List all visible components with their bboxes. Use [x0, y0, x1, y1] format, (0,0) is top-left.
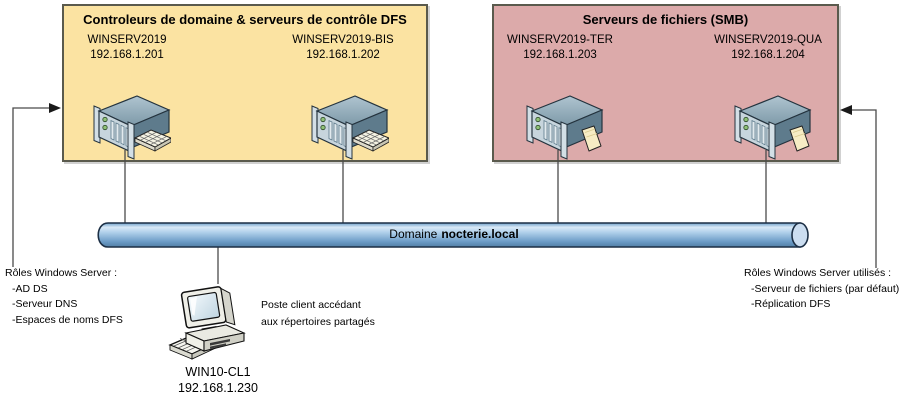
left-note-arrow-line — [12, 107, 50, 267]
left-roles-item: -Serveur DNS — [12, 298, 78, 310]
server-ip: 192.168.1.202 — [306, 49, 380, 61]
server-label-winserv2019-ter: WINSERV2019-TER 192.168.1.203 — [490, 33, 630, 63]
left-roles-title: Rôles Windows Server : — [5, 267, 118, 279]
left-roles-note: Rôles Windows Server : -AD DS -Serveur D… — [5, 266, 123, 328]
server-name: WINSERV2019-TER — [507, 34, 613, 46]
server-name: WINSERV2019-QUA — [714, 34, 822, 46]
right-roles-item: -Réplication DFS — [751, 298, 831, 310]
left-roles-item: -AD DS — [12, 282, 48, 295]
server-label-winserv2019-bis: WINSERV2019-BIS 192.168.1.202 — [273, 33, 413, 63]
server-name: WINSERV2019-BIS — [292, 34, 394, 46]
left-roles-item: -Espaces de noms DFS — [12, 313, 123, 326]
group-title-domain-controllers: Controleurs de domaine & serveurs de con… — [83, 12, 407, 27]
right-roles-item: -Serveur de fichiers (par défaut) — [751, 282, 900, 295]
server-ip: 192.168.1.204 — [731, 49, 805, 61]
network-bus-pipe — [97, 222, 809, 248]
client-note: Poste client accédant aux répertoires pa… — [261, 297, 375, 331]
bus-label-prefix: Domaine — [389, 227, 438, 241]
server-winserv2019-icon — [87, 90, 171, 160]
client-note-line2: aux répertoires partagés — [261, 316, 375, 328]
client-ip: 192.168.1.230 — [178, 381, 258, 395]
client-note-line1: Poste client accédant — [261, 299, 361, 311]
client-pc-icon — [169, 284, 245, 360]
group-title-file-servers: Serveurs de fichiers (SMB) — [582, 12, 749, 27]
right-roles-title: Rôles Windows Server utilisés : — [744, 267, 892, 279]
right-note-arrow-line — [851, 109, 877, 268]
right-arrowhead-icon — [840, 105, 852, 115]
server-winserv2019-bis-icon — [305, 90, 389, 160]
server-label-winserv2019: WINSERV2019 192.168.1.201 — [57, 33, 197, 63]
server-name: WINSERV2019 — [87, 34, 167, 46]
right-roles-note: Rôles Windows Server utilisés : -Serveur… — [744, 266, 899, 313]
server-winserv2019-ter-icon — [520, 90, 604, 160]
server-winserv2019-qua-icon — [728, 90, 812, 160]
server-ip: 192.168.1.203 — [523, 49, 597, 61]
server-ip: 192.168.1.201 — [90, 49, 164, 61]
bus-domain-name: nocterie.local — [441, 227, 519, 241]
client-name: WIN10-CL1 — [185, 365, 251, 379]
left-arrowhead-icon — [49, 103, 61, 113]
client-label: WIN10-CL1 192.168.1.230 — [148, 364, 288, 396]
server-label-winserv2019-qua: WINSERV2019-QUA 192.168.1.204 — [698, 33, 838, 63]
